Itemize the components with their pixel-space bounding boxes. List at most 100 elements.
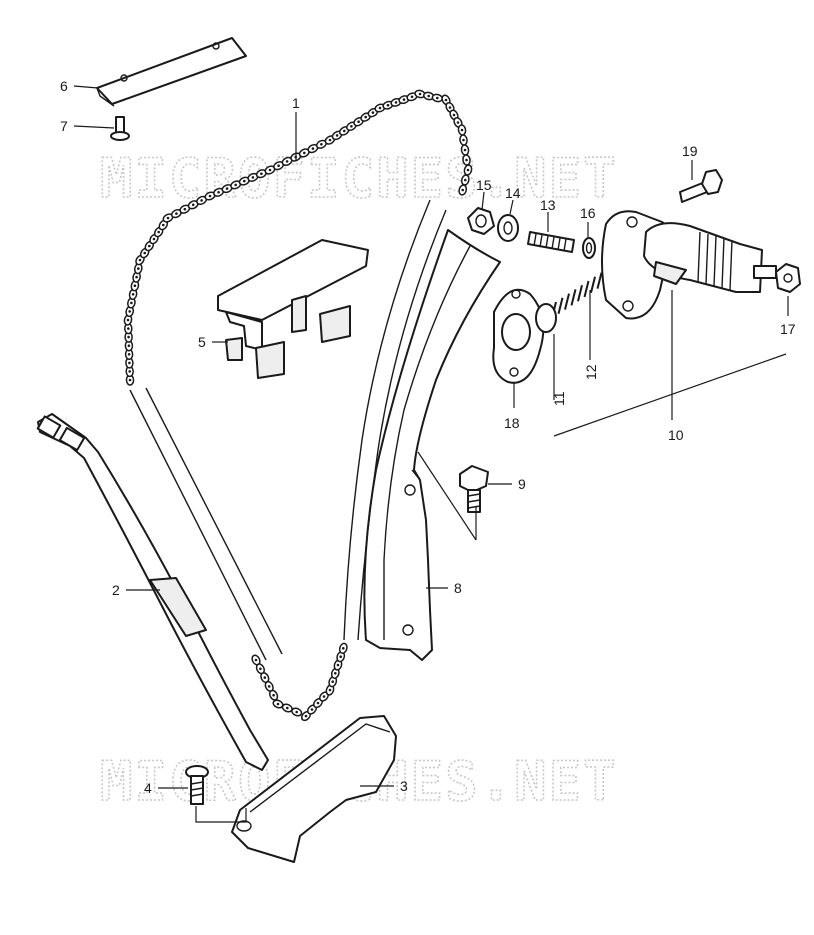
- chain-pin: [410, 95, 414, 99]
- chain-pin: [183, 207, 187, 211]
- chain-pin: [263, 676, 267, 679]
- chain-pin: [272, 693, 275, 697]
- callout-2: 2: [112, 582, 120, 598]
- callout-12: 12: [583, 364, 599, 380]
- part-9-bolt: [459, 465, 489, 513]
- chain-pin: [364, 115, 368, 119]
- chain-pin: [285, 160, 289, 163]
- spring-coil: [564, 293, 570, 310]
- chain-pin: [166, 216, 170, 220]
- chain-pin: [259, 667, 262, 671]
- chain-pin: [260, 172, 263, 175]
- chain-pin: [350, 125, 353, 128]
- chain-pin: [217, 191, 220, 194]
- callout-6: 6: [60, 78, 68, 94]
- callout-15: 15: [476, 177, 492, 193]
- chain-pin: [234, 183, 237, 187]
- chain-pin: [463, 148, 467, 152]
- part-14-washer: [497, 214, 519, 242]
- part-11-push-rod: [535, 303, 557, 333]
- callout-19: 19: [682, 143, 698, 159]
- part-2-front-guide: [36, 413, 269, 771]
- chain-pin: [133, 284, 137, 288]
- chain-pin: [127, 344, 131, 348]
- callout-labels: 6 7 1 5 2 3 4 8 9 10 11 12 13 14 15 16 1…: [60, 78, 796, 796]
- chain-pin: [342, 647, 345, 650]
- part-17-cap-nut: [775, 263, 801, 293]
- part-3-lower-guide: [231, 715, 397, 863]
- chain-pin: [357, 120, 360, 123]
- chain-pin: [304, 714, 308, 718]
- chain-pin: [466, 168, 470, 172]
- spring-coil: [557, 297, 564, 315]
- chain-pin: [267, 685, 271, 688]
- chain-pin: [378, 106, 382, 110]
- spring-coil: [590, 276, 596, 294]
- chain-pin: [464, 178, 467, 182]
- chain-pin: [336, 663, 340, 667]
- chain-pin: [394, 101, 398, 104]
- chain-pin: [436, 96, 439, 100]
- chain-pin: [427, 94, 431, 98]
- chain-pin: [143, 251, 146, 255]
- chain-pin: [208, 194, 212, 198]
- callout-10: 10: [668, 427, 684, 443]
- chain-pin: [448, 106, 452, 109]
- chain-pin: [386, 103, 390, 107]
- chain-pin: [343, 129, 346, 133]
- chain-pin: [131, 293, 135, 296]
- chain-pin: [328, 688, 332, 692]
- chain-pin: [254, 658, 258, 662]
- spring-coil: [570, 289, 577, 306]
- chain-pin: [286, 706, 289, 710]
- callout-11: 11: [551, 391, 567, 406]
- chain-pin: [311, 147, 315, 150]
- part-7-screw: [110, 116, 130, 141]
- watermark-top: MICROFICHES.NET: [100, 147, 618, 210]
- chain-pin: [276, 702, 280, 706]
- chain-pin: [268, 168, 272, 172]
- chain-pin: [191, 203, 195, 207]
- chain-pin: [452, 113, 456, 117]
- part-18-gasket: [492, 288, 545, 384]
- part-6-upper-slipper: [96, 37, 247, 107]
- chain-pin: [331, 680, 335, 683]
- callout-1: 1: [292, 95, 300, 111]
- chain-pin: [334, 672, 337, 675]
- chain-pin: [126, 318, 130, 322]
- callout-8: 8: [454, 580, 462, 596]
- part-1-cam-chain: [123, 89, 473, 722]
- callout-5: 5: [198, 334, 206, 350]
- chain-pin: [418, 92, 422, 96]
- chain-pin: [461, 188, 465, 192]
- spring-coil: [583, 280, 590, 298]
- spring-coil: [577, 284, 583, 302]
- part-15-nut: [467, 207, 495, 235]
- chain-pin: [339, 655, 343, 658]
- part-19-bolt: [679, 169, 723, 203]
- callout-17: 17: [780, 321, 796, 337]
- part-5-guide-bracket: [217, 239, 369, 379]
- chain-pin: [444, 98, 448, 102]
- chain-pin: [130, 301, 133, 305]
- callout-4: 4: [144, 780, 152, 796]
- callout-16: 16: [580, 205, 596, 221]
- chain-pin: [303, 151, 306, 155]
- chain-pin: [320, 143, 323, 146]
- chain-pin: [137, 267, 140, 270]
- chain-pin: [371, 111, 375, 114]
- callout-18: 18: [504, 415, 520, 431]
- chain-pin: [128, 361, 131, 365]
- chain-guide-lines: [129, 199, 447, 661]
- chain-pin: [277, 164, 280, 167]
- chain-pin: [251, 176, 255, 179]
- chain-pin: [465, 158, 468, 162]
- part-4-bolt: [185, 765, 209, 805]
- chain-pin: [460, 128, 464, 132]
- chain-pin: [135, 275, 138, 279]
- chain-pin: [162, 223, 165, 227]
- chain-pin: [402, 98, 406, 101]
- chain-pin: [127, 353, 131, 356]
- chain-pin: [127, 335, 130, 339]
